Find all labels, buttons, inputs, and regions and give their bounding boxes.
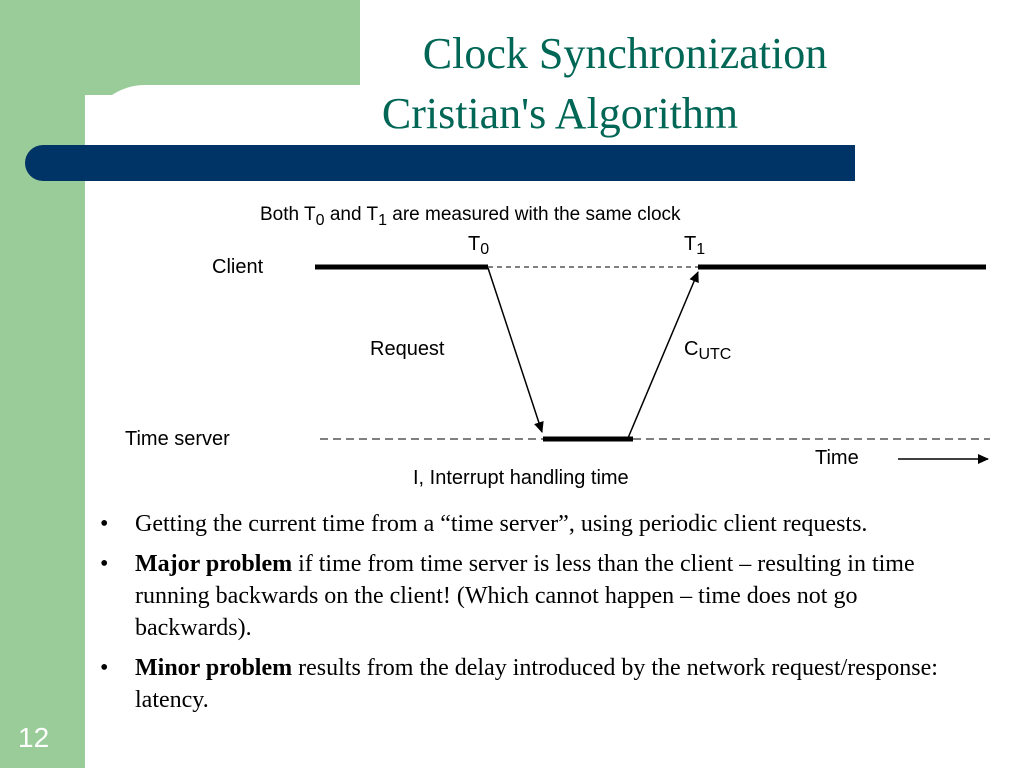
slide-subtitle: Cristian's Algorithm (381, 89, 739, 138)
diagram-caption: Both T0 and T1 are measured with the sam… (260, 204, 681, 229)
slide-title: Clock Synchronization (422, 29, 828, 78)
interrupt-label: I, Interrupt handling time (413, 467, 629, 489)
title-band (25, 145, 855, 181)
server-label: Time server (125, 428, 230, 450)
cristian-diagram: Both T0 and T1 are measured with the sam… (125, 204, 990, 489)
request-arrow (487, 267, 544, 433)
green-decor-left (0, 0, 85, 768)
client-label: Client (212, 256, 264, 278)
t1-label: T1 (684, 233, 705, 258)
cutc-arrow (627, 271, 699, 439)
bullet-item: Minor problem results from the delay int… (100, 652, 980, 716)
time-label: Time (815, 447, 859, 469)
bullet-item: Getting the current time from a “time se… (100, 508, 980, 540)
request-label: Request (370, 338, 445, 360)
page-number: 12 (18, 722, 50, 753)
t0-label: T0 (468, 233, 489, 258)
cutc-label: CUTC (684, 338, 731, 363)
bullet-list: Getting the current time from a “time se… (100, 508, 980, 724)
bullet-item: Major problem if time from time server i… (100, 548, 980, 644)
